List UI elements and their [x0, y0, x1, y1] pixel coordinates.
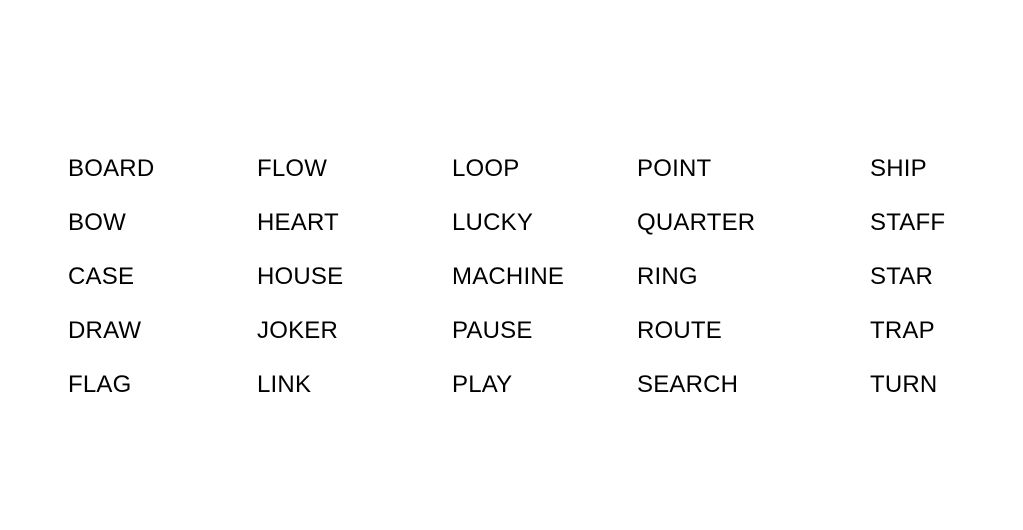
word-item[interactable]: BOARD: [68, 155, 155, 182]
word-item[interactable]: HOUSE: [257, 263, 344, 290]
word-item[interactable]: DRAW: [68, 317, 142, 344]
word-item[interactable]: TRAP: [870, 317, 935, 344]
word-item[interactable]: PLAY: [452, 371, 513, 398]
word-item[interactable]: STAFF: [870, 209, 946, 236]
word-item[interactable]: QUARTER: [637, 209, 756, 236]
word-item[interactable]: BOW: [68, 209, 126, 236]
word-item[interactable]: FLOW: [257, 155, 328, 182]
word-item[interactable]: FLAG: [68, 371, 132, 398]
word-column: FLOW HEART HOUSE JOKER LINK: [257, 142, 452, 412]
word-item[interactable]: MACHINE: [452, 263, 565, 290]
word-item[interactable]: ROUTE: [637, 317, 722, 344]
word-item[interactable]: LOOP: [452, 155, 520, 182]
word-item[interactable]: TURN: [870, 371, 938, 398]
word-item[interactable]: HEART: [257, 209, 339, 236]
word-item[interactable]: POINT: [637, 155, 712, 182]
word-item[interactable]: LINK: [257, 371, 312, 398]
word-item[interactable]: SHIP: [870, 155, 927, 182]
word-item[interactable]: RING: [637, 263, 698, 290]
word-column: BOARD BOW CASE DRAW FLAG: [68, 142, 257, 412]
word-item[interactable]: PAUSE: [452, 317, 533, 344]
word-item[interactable]: LUCKY: [452, 209, 534, 236]
word-item[interactable]: JOKER: [257, 317, 339, 344]
word-column: POINT QUARTER RING ROUTE SEARCH: [637, 142, 870, 412]
word-item[interactable]: CASE: [68, 263, 135, 290]
word-column: SHIP STAFF STAR TRAP TURN: [870, 142, 945, 412]
word-item[interactable]: SEARCH: [637, 371, 739, 398]
word-column: LOOP LUCKY MACHINE PAUSE PLAY: [452, 142, 637, 412]
word-grid: BOARD BOW CASE DRAW FLAG FLOW HEART HOUSE JOKER L…: [68, 142, 945, 412]
word-item[interactable]: STAR: [870, 263, 934, 290]
